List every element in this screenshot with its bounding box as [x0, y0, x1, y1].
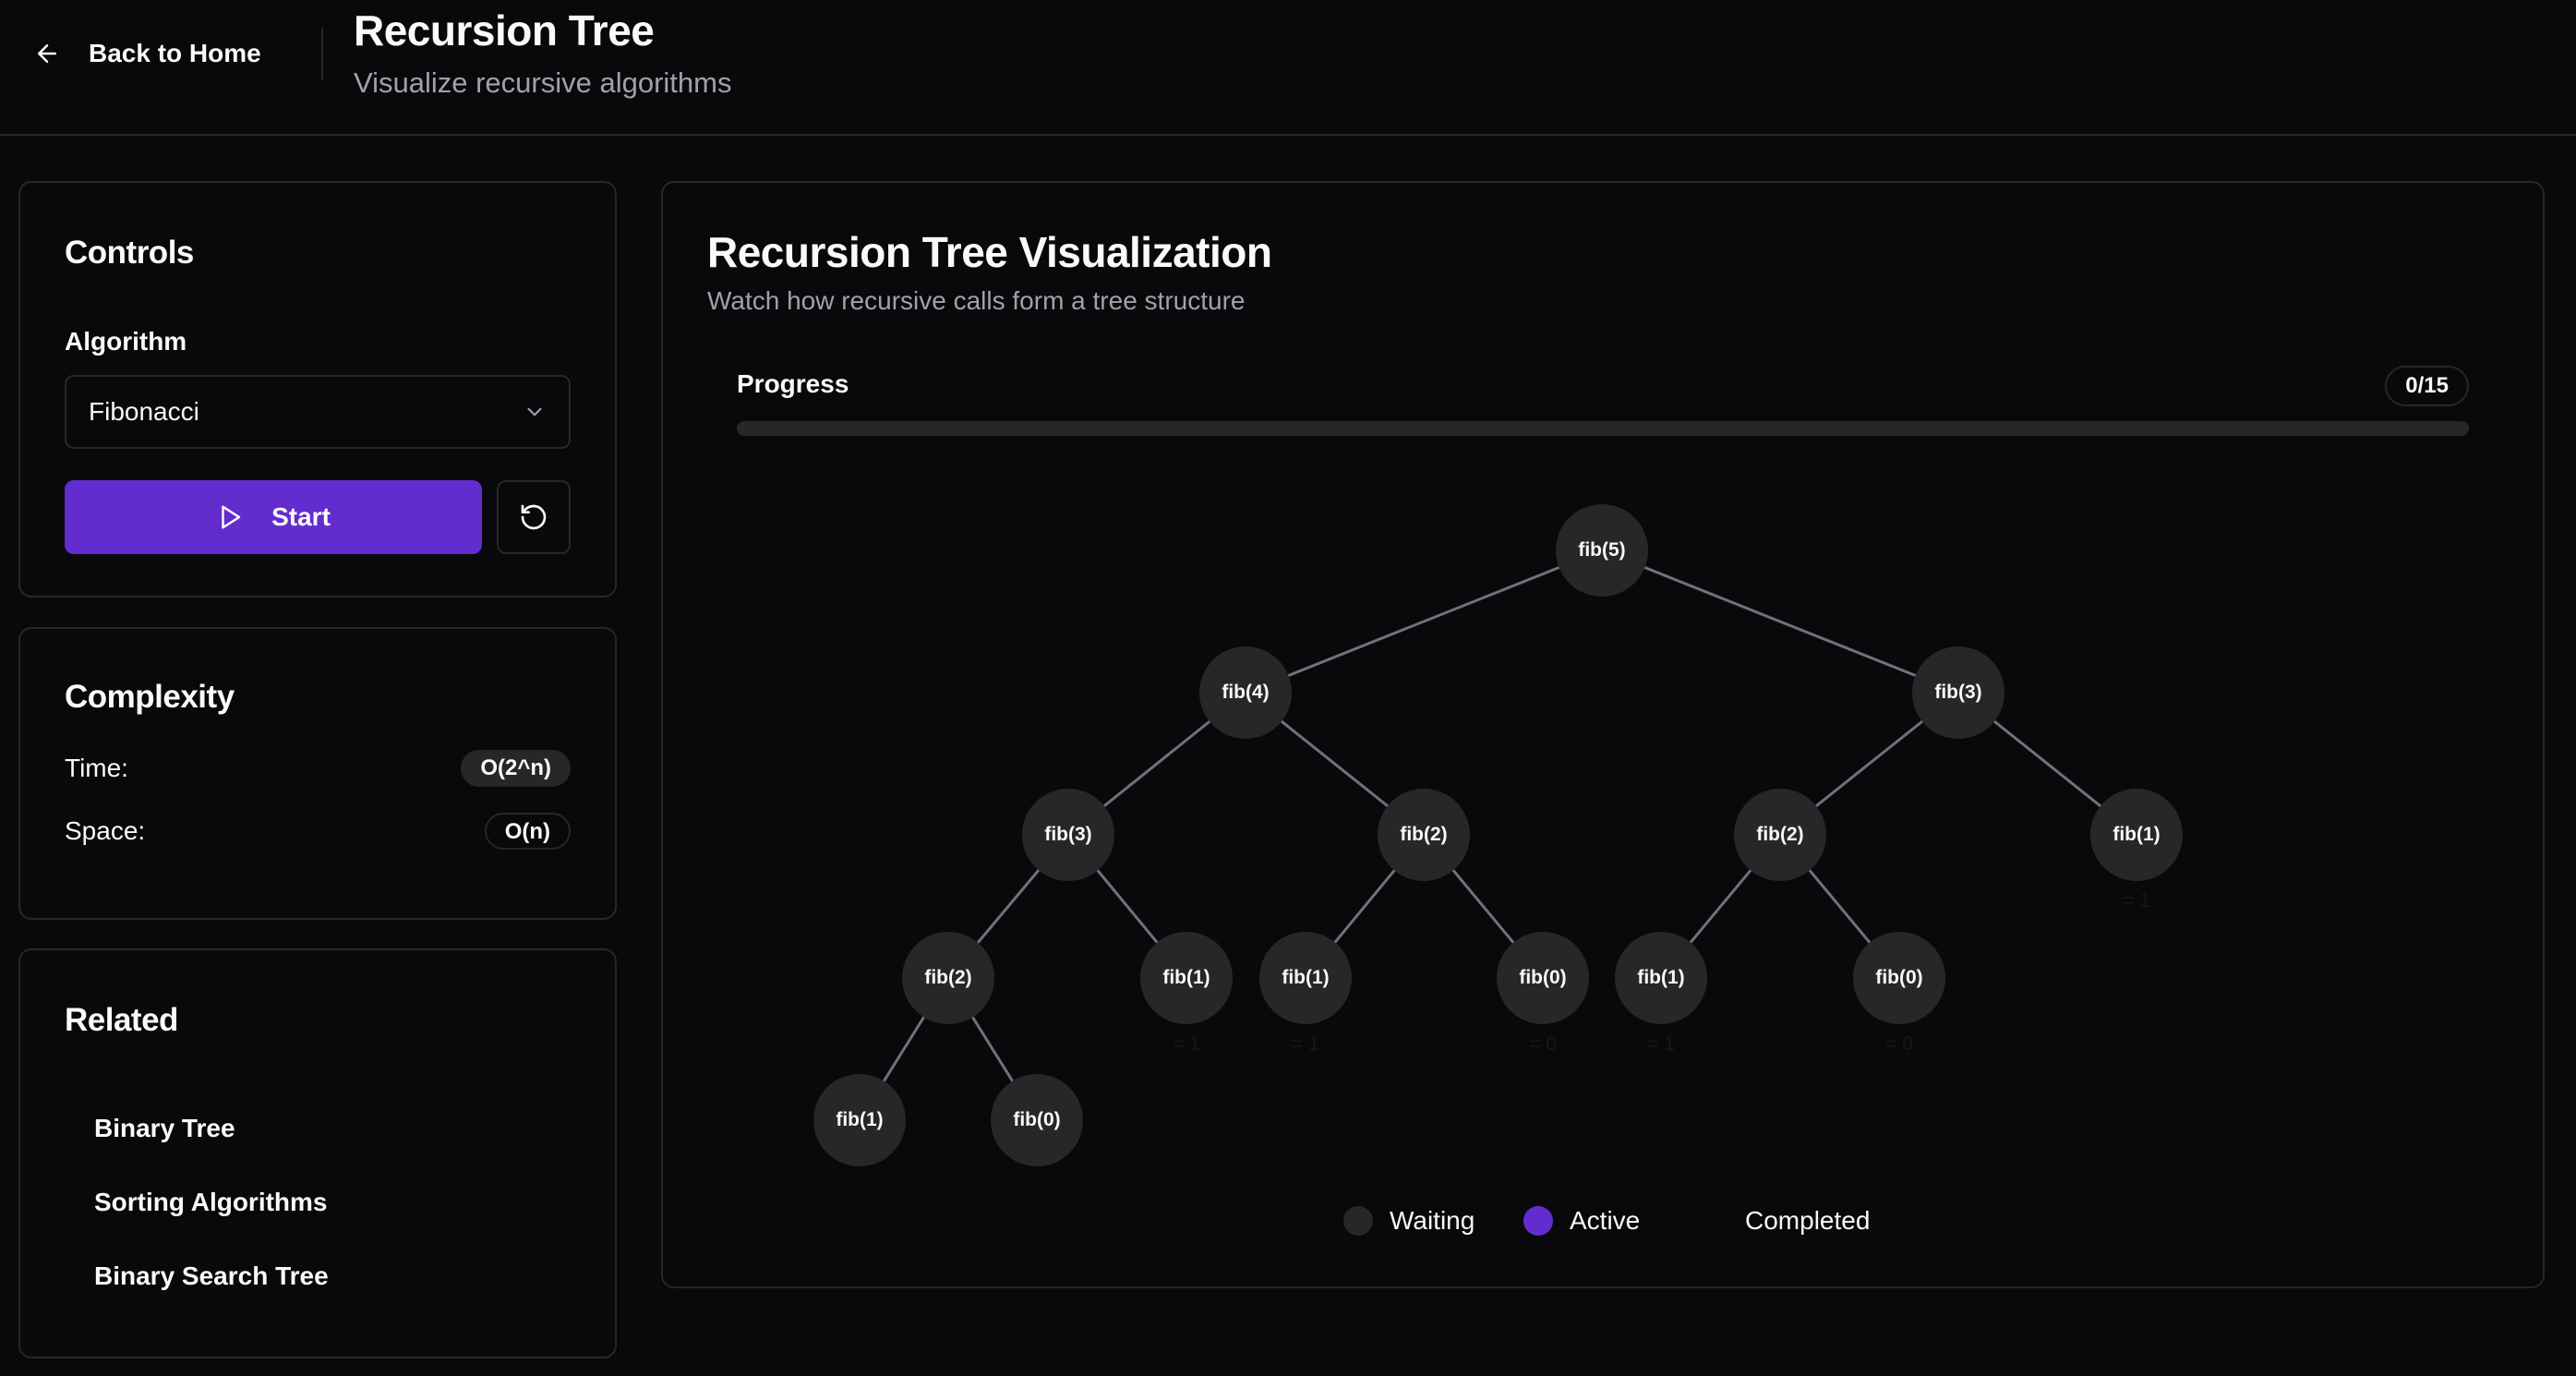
chevron-down-icon	[527, 407, 542, 416]
visualization-title: Recursion Tree Visualization	[707, 228, 1272, 276]
algorithm-select-value: Fibonacci	[89, 397, 199, 426]
tree-node[interactable]: fib(2)	[1734, 789, 1826, 881]
space-complexity-badge: O(n)	[484, 813, 571, 850]
tree-node[interactable]: fib(0)	[991, 1074, 1083, 1166]
legend-label: Waiting	[1390, 1206, 1475, 1235]
progress-count-badge: 0/15	[2385, 366, 2469, 406]
tree-node-result: = 1	[2123, 890, 2150, 911]
legend-dot-icon	[1699, 1206, 1728, 1236]
tree-node[interactable]: fib(2)	[1378, 789, 1470, 881]
related-title: Related	[65, 1002, 178, 1038]
related-link-sorting-algorithms[interactable]: Sorting Algorithms	[94, 1188, 328, 1216]
tree-node[interactable]: fib(3)	[1912, 646, 2004, 739]
play-icon	[222, 505, 241, 529]
tree-node-result: = 0	[1885, 1033, 1913, 1055]
progress-bar	[737, 421, 2469, 436]
related-link-binary-tree[interactable]: Binary Tree	[94, 1114, 235, 1142]
page-header: Back to Home Recursion Tree Visualize re…	[0, 0, 2576, 136]
legend-item-waiting: Waiting	[1343, 1206, 1475, 1236]
controls-card: Controls Algorithm Fibonacci Start	[18, 181, 617, 597]
reset-button[interactable]	[497, 480, 571, 554]
tree-node[interactable]: fib(1)	[813, 1074, 906, 1166]
page-title: Recursion Tree	[354, 6, 655, 54]
space-label: Space:	[65, 816, 146, 845]
header-divider	[321, 28, 323, 79]
reset-icon	[521, 504, 547, 530]
progress-label: Progress	[737, 369, 849, 398]
tree-node[interactable]: fib(1)	[1140, 932, 1233, 1024]
algorithm-label: Algorithm	[65, 327, 187, 356]
related-link-binary-search-tree[interactable]: Binary Search Tree	[94, 1261, 329, 1290]
time-complexity-row: Time: O(2^n)	[65, 750, 571, 787]
legend-label: Active	[1570, 1206, 1641, 1235]
back-to-home-label: Back to Home	[89, 39, 261, 67]
legend-dot-icon	[1343, 1206, 1373, 1236]
complexity-title: Complexity	[65, 679, 235, 715]
tree-node[interactable]: fib(0)	[1853, 932, 1945, 1024]
visualization-subtitle: Watch how recursive calls form a tree st…	[707, 286, 1246, 315]
tree-node-result: = 1	[1292, 1033, 1319, 1055]
algorithm-select[interactable]: Fibonacci	[65, 375, 571, 449]
complexity-card: Complexity Time: O(2^n) Space: O(n)	[18, 627, 617, 920]
page-subtitle: Visualize recursive algorithms	[354, 66, 732, 99]
time-label: Time:	[65, 754, 128, 782]
legend-dot-icon	[1523, 1206, 1553, 1236]
tree-node[interactable]: fib(0)	[1497, 932, 1589, 1024]
back-to-home-button[interactable]: Back to Home	[33, 28, 261, 79]
related-card: Related Binary Tree Sorting Algorithms B…	[18, 948, 617, 1358]
time-complexity-badge: O(2^n)	[461, 750, 571, 787]
tree-node-result: = 1	[1647, 1033, 1675, 1055]
tree-node-result: = 0	[1529, 1033, 1557, 1055]
tree-node-result: = 1	[1173, 1033, 1200, 1055]
tree-node[interactable]: fib(1)	[2090, 789, 2183, 881]
legend-label: Completed	[1745, 1206, 1871, 1235]
tree-node[interactable]: fib(5)	[1556, 504, 1648, 597]
tree-node[interactable]: fib(4)	[1199, 646, 1292, 739]
tree-node[interactable]: fib(1)	[1615, 932, 1707, 1024]
legend-item-active: Active	[1523, 1206, 1640, 1236]
start-label: Start	[271, 502, 331, 531]
tree-node[interactable]: fib(1)	[1259, 932, 1352, 1024]
tree-node[interactable]: fib(2)	[902, 932, 994, 1024]
tree-node[interactable]: fib(3)	[1022, 789, 1114, 881]
legend-item-completed: Completed	[1699, 1206, 1870, 1236]
space-complexity-row: Space: O(n)	[65, 813, 571, 850]
controls-title: Controls	[65, 235, 194, 271]
arrow-left-icon	[38, 44, 56, 63]
start-button[interactable]: Start	[65, 480, 482, 554]
visualization-card: Recursion Tree Visualization Watch how r…	[661, 181, 2545, 1288]
